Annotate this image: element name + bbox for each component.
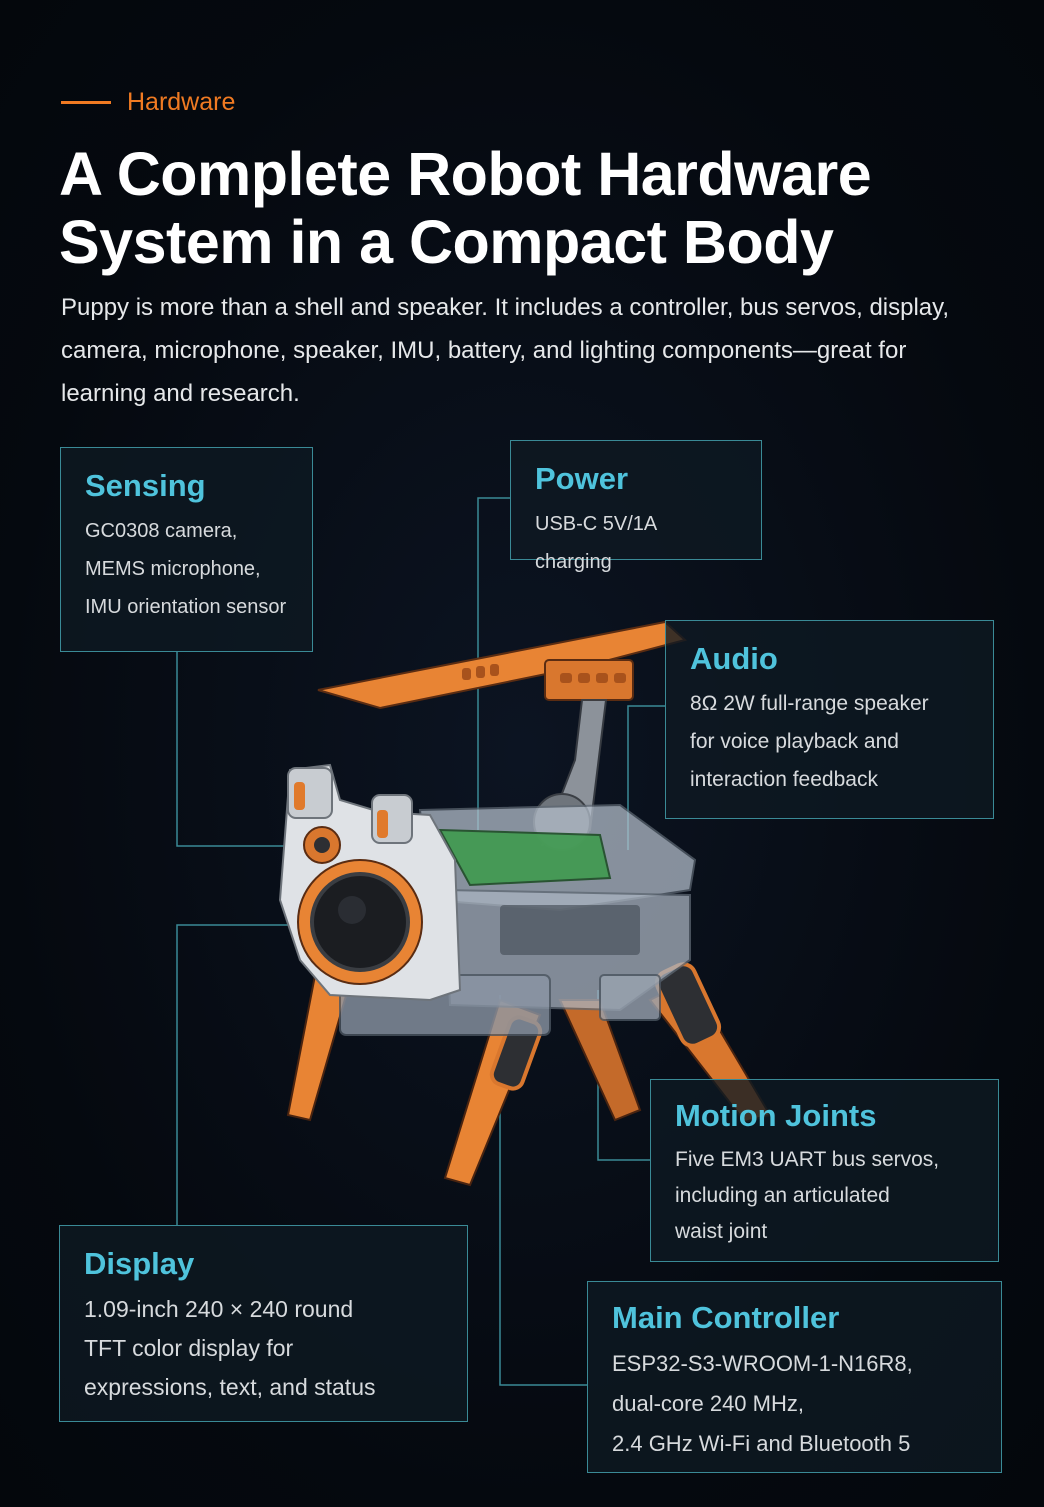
callout-text: 1.09-inch 240 × 240 round TFT color disp… (84, 1296, 376, 1400)
callout-title: Motion Joints (675, 1098, 877, 1133)
callout-title: Main Controller (612, 1300, 840, 1335)
callout-title: Sensing (85, 468, 206, 503)
callout-text: USB-C 5V/1A charging (535, 513, 657, 573)
callout-title: Audio (690, 641, 778, 676)
callout-text: ESP32-S3-WROOM-1-N16R8, dual-core 240 MH… (612, 1351, 913, 1456)
callout-power: Power USB-C 5V/1A charging (510, 440, 762, 573)
callout-text: Five EM3 UART bus servos, including an a… (675, 1148, 940, 1243)
leader-line-audio (627, 705, 665, 850)
intro-text: Puppy is more than a shell and speaker. … (61, 294, 950, 407)
eyebrow-rule (61, 101, 111, 104)
leader-line-controller (499, 995, 587, 1386)
callout-main-controller: Main Controller ESP32-S3-WROOM-1-N16R8, … (587, 1281, 1002, 1473)
leader-line-power (477, 497, 510, 830)
callout-text: 8Ω 2W full-range speaker for voice playb… (690, 692, 929, 791)
callout-display: Display 1.09-inch 240 × 240 round TFT co… (59, 1225, 468, 1422)
page-title: A Complete Robot Hardware System in a Co… (59, 140, 872, 276)
callout-sensing: Sensing GC0308 camera, MEMS microphone, … (60, 447, 313, 652)
leader-line-sensing (176, 652, 330, 847)
section-eyebrow: Hardware (61, 88, 235, 117)
callout-motion-joints: Motion Joints Five EM3 UART bus servos, … (650, 1079, 999, 1262)
callout-title: Display (84, 1246, 195, 1281)
callout-title: Power (535, 461, 629, 496)
callout-text: GC0308 camera, MEMS microphone, IMU orie… (85, 520, 287, 618)
robot-illustration (278, 620, 772, 1187)
eyebrow-label: Hardware (127, 88, 236, 116)
callout-audio: Audio 8Ω 2W full-range speaker for voice… (665, 620, 994, 819)
